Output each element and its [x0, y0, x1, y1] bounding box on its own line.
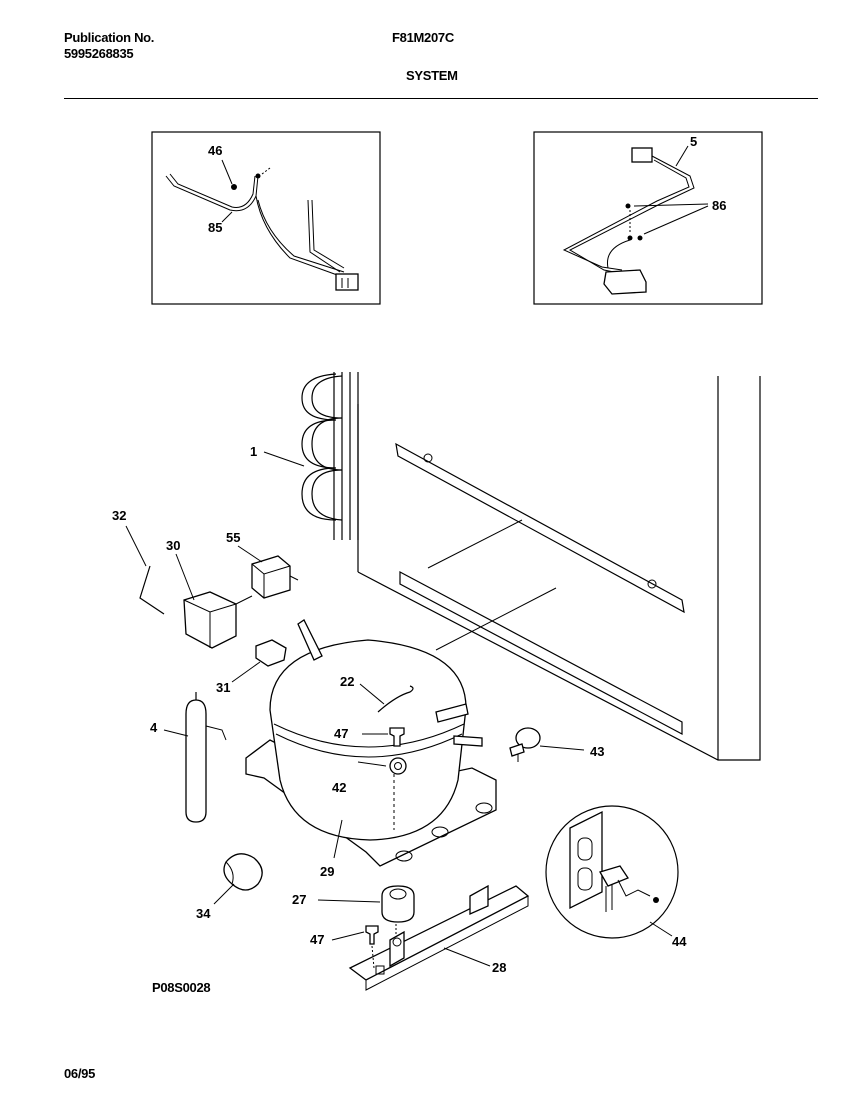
compressor-screw: 47 [334, 726, 405, 747]
tube-clamp: 43 [509, 727, 604, 762]
overload-protector: 55 [226, 530, 299, 599]
callout-1: 1 [250, 444, 257, 459]
callout-32: 32 [112, 508, 126, 523]
screw-icon [625, 203, 631, 209]
callout-27: 27 [292, 892, 306, 907]
callout-30: 30 [166, 538, 180, 553]
outlet-detail: 44 [545, 805, 687, 949]
callout-42: 42 [332, 780, 346, 795]
publication-number: 5995268835 [64, 46, 134, 61]
callout-47-upper: 47 [334, 726, 348, 741]
relay: 30 [166, 538, 253, 649]
section-title: SYSTEM [406, 68, 458, 83]
callout-31: 31 [216, 680, 230, 695]
base-rail: 28 47 [310, 884, 530, 991]
drier-tube: 4 [150, 692, 227, 823]
condenser-coil: 1 [250, 372, 359, 540]
terminal-cover: 31 [216, 639, 287, 695]
callout-28: 28 [492, 960, 506, 975]
inset-wire-harness: 46 85 [151, 131, 381, 305]
plug-icon [599, 865, 629, 887]
callout-85: 85 [208, 220, 222, 235]
callout-5: 5 [690, 134, 697, 149]
callout-86: 86 [712, 198, 726, 213]
wire-clip: 32 [112, 508, 165, 615]
screw-icon [231, 184, 237, 190]
callout-34: 34 [196, 906, 211, 921]
screw-icon [389, 727, 405, 747]
callout-4: 4 [150, 720, 158, 735]
callout-47-lower: 47 [310, 932, 324, 947]
callout-44: 44 [672, 934, 687, 949]
callout-29: 29 [320, 864, 334, 879]
capacitor: 34 [196, 853, 263, 921]
compressor-wire: 22 [340, 674, 414, 713]
mounting-grommet: 27 [292, 885, 415, 923]
inset-thermostat-harness: 5 86 [533, 131, 763, 305]
grommet-icon [389, 757, 407, 775]
callout-55: 55 [226, 530, 240, 545]
publication-label: Publication No. [64, 30, 155, 45]
callout-46: 46 [208, 143, 222, 158]
header-rule [64, 98, 818, 99]
callout-22: 22 [340, 674, 354, 689]
compressor: 29 42 [245, 619, 497, 879]
revision-date: 06/95 [64, 1066, 96, 1081]
callout-43: 43 [590, 744, 604, 759]
screw-icon [365, 925, 379, 945]
drawing-id: P08S0028 [152, 980, 211, 995]
model-number: F81M207C [392, 30, 454, 45]
